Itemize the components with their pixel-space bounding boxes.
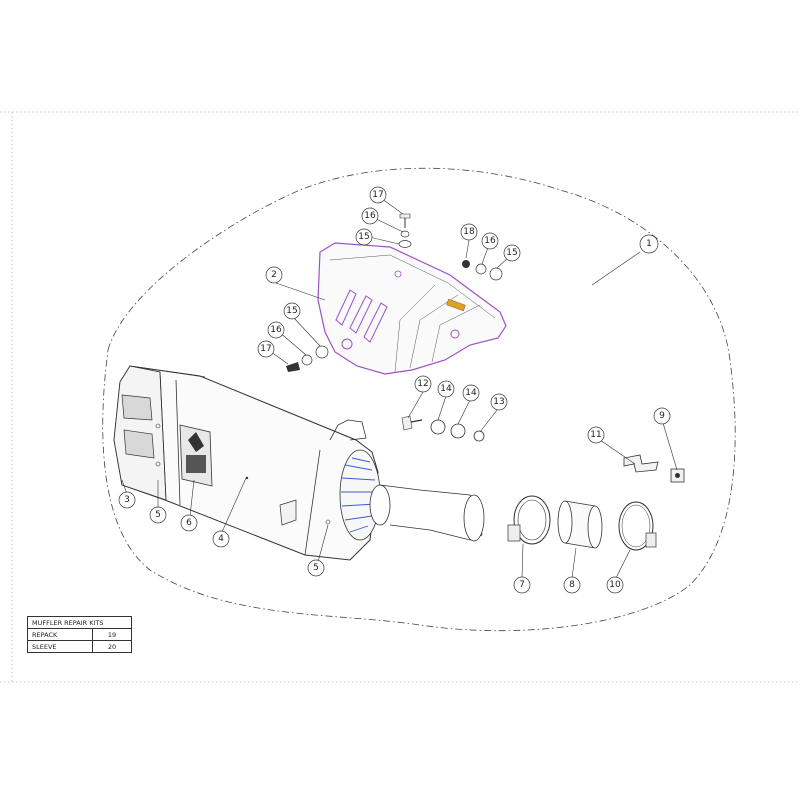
muffler-repair-kits-table: MUFFLER REPAIR KITS REPACK 19 SLEEVE 20 <box>27 616 132 653</box>
callout-12: 12 <box>414 375 432 393</box>
svg-text:3: 3 <box>124 495 130 505</box>
kit-table-row: SLEEVE 20 <box>27 640 132 653</box>
callout-15-left: 15 <box>283 302 301 320</box>
svg-text:2: 2 <box>271 270 277 280</box>
svg-text:16: 16 <box>484 236 496 246</box>
callout-14-b: 14 <box>462 384 480 402</box>
svg-text:4: 4 <box>218 534 224 544</box>
svg-text:1: 1 <box>646 239 652 249</box>
kit-label: REPACK <box>27 628 93 641</box>
svg-text:17: 17 <box>372 190 383 200</box>
kit-part-number: 19 <box>92 628 132 641</box>
callout-17-left: 17 <box>257 340 275 358</box>
svg-text:16: 16 <box>270 325 282 335</box>
callout-14-a: 14 <box>437 380 455 398</box>
kit-table-title: MUFFLER REPAIR KITS <box>27 616 132 629</box>
sleeve-part-8 <box>557 500 603 549</box>
svg-text:9: 9 <box>659 411 665 421</box>
kit-table-row: REPACK 19 <box>27 628 132 641</box>
callout-9: 9 <box>653 407 671 425</box>
svg-text:6: 6 <box>186 518 192 528</box>
callout-10: 10 <box>606 576 624 594</box>
callout-8: 8 <box>563 576 581 594</box>
svg-text:5: 5 <box>313 563 319 573</box>
svg-text:8: 8 <box>569 580 575 590</box>
callout-4: 4 <box>212 530 230 548</box>
kit-table-header-row: MUFFLER REPAIR KITS <box>27 616 132 629</box>
callout-16-top: 16 <box>361 207 379 225</box>
heat-shield <box>317 242 507 375</box>
svg-text:10: 10 <box>609 580 621 590</box>
kit-label: SLEEVE <box>27 640 93 653</box>
callout-15-top: 15 <box>355 228 373 246</box>
svg-text:15: 15 <box>286 306 297 316</box>
callout-3: 3 <box>118 491 136 509</box>
clamp-part-7 <box>507 495 551 545</box>
hose-clamp-part-10 <box>618 501 657 551</box>
callout-16-left: 16 <box>267 321 285 339</box>
kit-boundary-outline <box>102 167 736 632</box>
svg-text:12: 12 <box>417 379 428 389</box>
callout-5-right: 5 <box>307 559 325 577</box>
callout-15-right: 15 <box>503 244 521 262</box>
callout-18: 18 <box>460 223 478 241</box>
svg-text:16: 16 <box>364 211 376 221</box>
svg-text:7: 7 <box>519 580 525 590</box>
bracket-part-11 <box>623 454 659 473</box>
callout-17-top: 17 <box>369 186 387 204</box>
svg-text:11: 11 <box>590 430 601 440</box>
callout-5-left: 5 <box>149 506 167 524</box>
callout-2: 2 <box>265 266 283 284</box>
muffler-body <box>113 365 485 561</box>
svg-text:5: 5 <box>155 510 161 520</box>
svg-text:14: 14 <box>465 388 477 398</box>
callout-1: 1 <box>639 234 659 254</box>
callout-6: 6 <box>180 514 198 532</box>
callout-13: 13 <box>490 393 508 411</box>
drawing-frame <box>0 111 800 683</box>
callout-11: 11 <box>587 426 605 444</box>
svg-text:13: 13 <box>493 397 504 407</box>
nut-part-9 <box>670 468 685 483</box>
svg-text:14: 14 <box>440 384 452 394</box>
callout-16-right: 16 <box>481 232 499 250</box>
kit-part-number: 20 <box>92 640 132 653</box>
svg-text:17: 17 <box>260 344 271 354</box>
svg-text:15: 15 <box>506 248 517 258</box>
svg-text:18: 18 <box>463 227 475 237</box>
callout-7: 7 <box>513 576 531 594</box>
svg-text:15: 15 <box>358 232 369 242</box>
